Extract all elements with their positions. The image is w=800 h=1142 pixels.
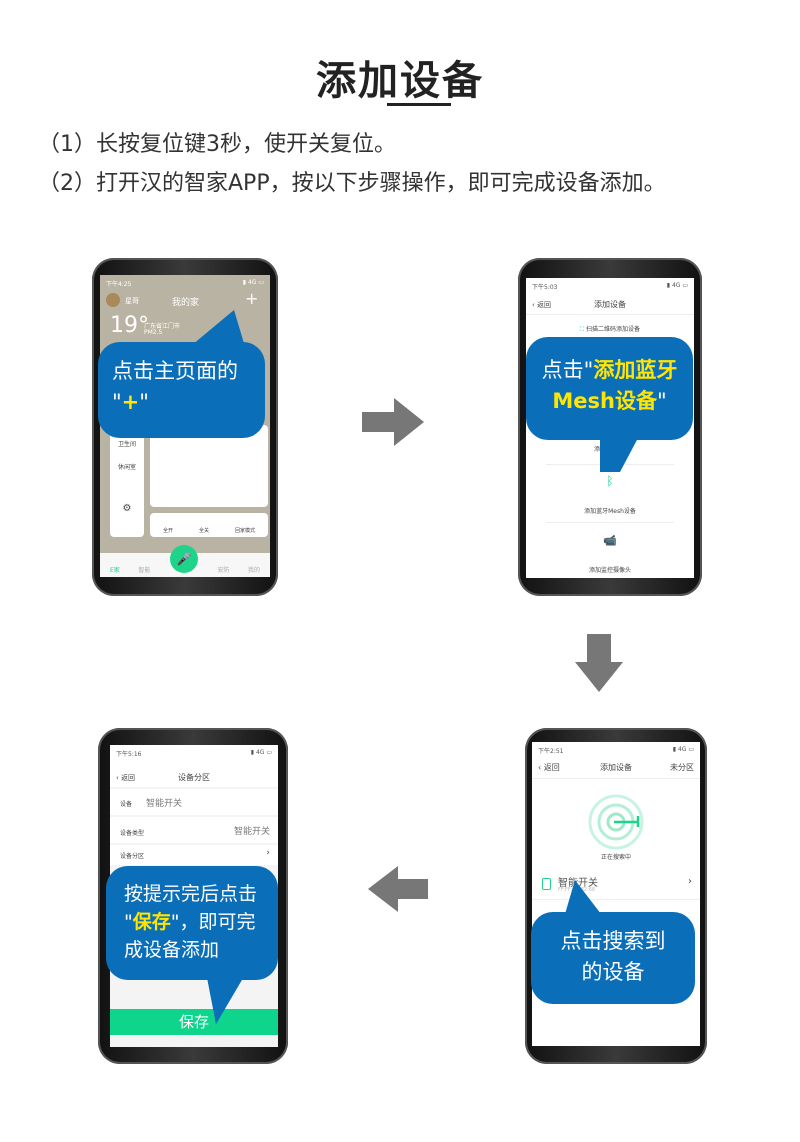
scene-home[interactable]: 回家模式: [234, 528, 255, 534]
add-mesh-option[interactable]: 添加蓝牙Mesh设备: [584, 508, 636, 515]
screen-title: 添加设备: [594, 300, 626, 309]
instruction-bubble-2: 点击"添加蓝牙Mesh设备": [526, 337, 693, 440]
chevron-right-icon: ›: [688, 876, 692, 887]
switch-icon: [542, 878, 551, 890]
microphone-button[interactable]: 🎤: [170, 545, 198, 573]
device-panel: [150, 425, 268, 507]
status-time: 下午2:51: [538, 748, 564, 755]
arrow-right-icon: [362, 398, 424, 446]
instruction-bubble-1: 点击主页面的"+": [98, 342, 265, 438]
tab-home[interactable]: E家: [110, 567, 120, 574]
field-label: 设备分区: [120, 853, 145, 860]
screen-title: 设备分区: [178, 773, 210, 782]
page-title: 添加设备: [316, 58, 484, 104]
device-type-field: 设备类型 智能开关: [110, 817, 278, 843]
arrow-left-icon: [368, 866, 428, 912]
instruction-bubble-4: 点击搜索到的设备: [531, 912, 695, 1004]
back-button[interactable]: ‹ 返回: [532, 301, 552, 309]
instruction-bubble-3: 按提示完后点击"保存"，即可完成设备添加: [106, 866, 278, 980]
chevron-right-icon: ›: [266, 848, 270, 858]
searching-status: 正在搜索中: [600, 854, 631, 861]
status-time: 下午5:03: [532, 284, 558, 291]
scene-bar: 全开 全关 回家模式: [150, 513, 268, 537]
step-1: （1）长按复位键3秒，使开关复位。: [38, 132, 396, 157]
field-label: 设备: [120, 801, 133, 808]
bluetooth-icon: ᛒ: [606, 474, 614, 488]
pm25: PM2.5: [144, 329, 163, 336]
device-name-field[interactable]: 设备 智能开关: [110, 789, 278, 815]
radar-icon: [588, 794, 644, 850]
screen-title: 添加设备: [600, 763, 632, 772]
room-list: 卫生间 休闲室 ⚙: [110, 425, 144, 537]
camera-icon: 📹: [603, 534, 617, 547]
field-value: 智能开关: [146, 799, 183, 809]
arrow-down-icon: [575, 634, 623, 692]
scene-all-off[interactable]: 全关: [198, 528, 209, 534]
room-bathroom[interactable]: 卫生间: [117, 441, 136, 448]
avatar[interactable]: [106, 293, 120, 307]
scene-all-on[interactable]: 全开: [162, 528, 173, 534]
tab-smart[interactable]: 智能: [138, 567, 151, 574]
bubble-tail: [565, 880, 601, 914]
add-camera-option[interactable]: 添加监控摄像头: [588, 567, 631, 574]
title-underline: [387, 103, 451, 106]
scan-qr-option[interactable]: ⛶ 扫描二维码添加设备: [579, 326, 641, 333]
phone-search: 下午2:51▮ 4G ▭ ‹ 返回 添加设备 未分区 正在搜索中 智能开关 FF…: [525, 728, 707, 1064]
tab-security[interactable]: 安防: [217, 567, 230, 574]
location: 广东省江门市: [144, 323, 181, 330]
temperature: 19°: [110, 313, 149, 338]
tab-me[interactable]: 我的: [247, 567, 260, 574]
user-name[interactable]: 星哥: [125, 297, 139, 305]
home-title: 我的家: [172, 298, 200, 308]
back-button[interactable]: ‹ 返回: [116, 774, 136, 782]
field-value: 智能开关: [233, 827, 270, 837]
settings-icon[interactable]: ⚙: [122, 503, 132, 514]
add-device-button[interactable]: +: [245, 289, 259, 308]
back-button[interactable]: ‹ 返回: [538, 763, 560, 772]
field-label: 设备类型: [120, 830, 145, 837]
zone-button[interactable]: 未分区: [670, 763, 694, 772]
save-button[interactable]: 保存: [110, 1009, 278, 1035]
device-zone-field[interactable]: 设备分区 ›: [110, 845, 278, 865]
status-time: 下午5:16: [116, 751, 142, 758]
room-lounge[interactable]: 休闲室: [117, 464, 136, 471]
step-2: （2）打开汉的智家APP，按以下步骤操作，即可完成设备添加。: [38, 171, 666, 196]
status-time: 下午4:25: [106, 281, 132, 288]
bubble-tail: [600, 438, 638, 472]
